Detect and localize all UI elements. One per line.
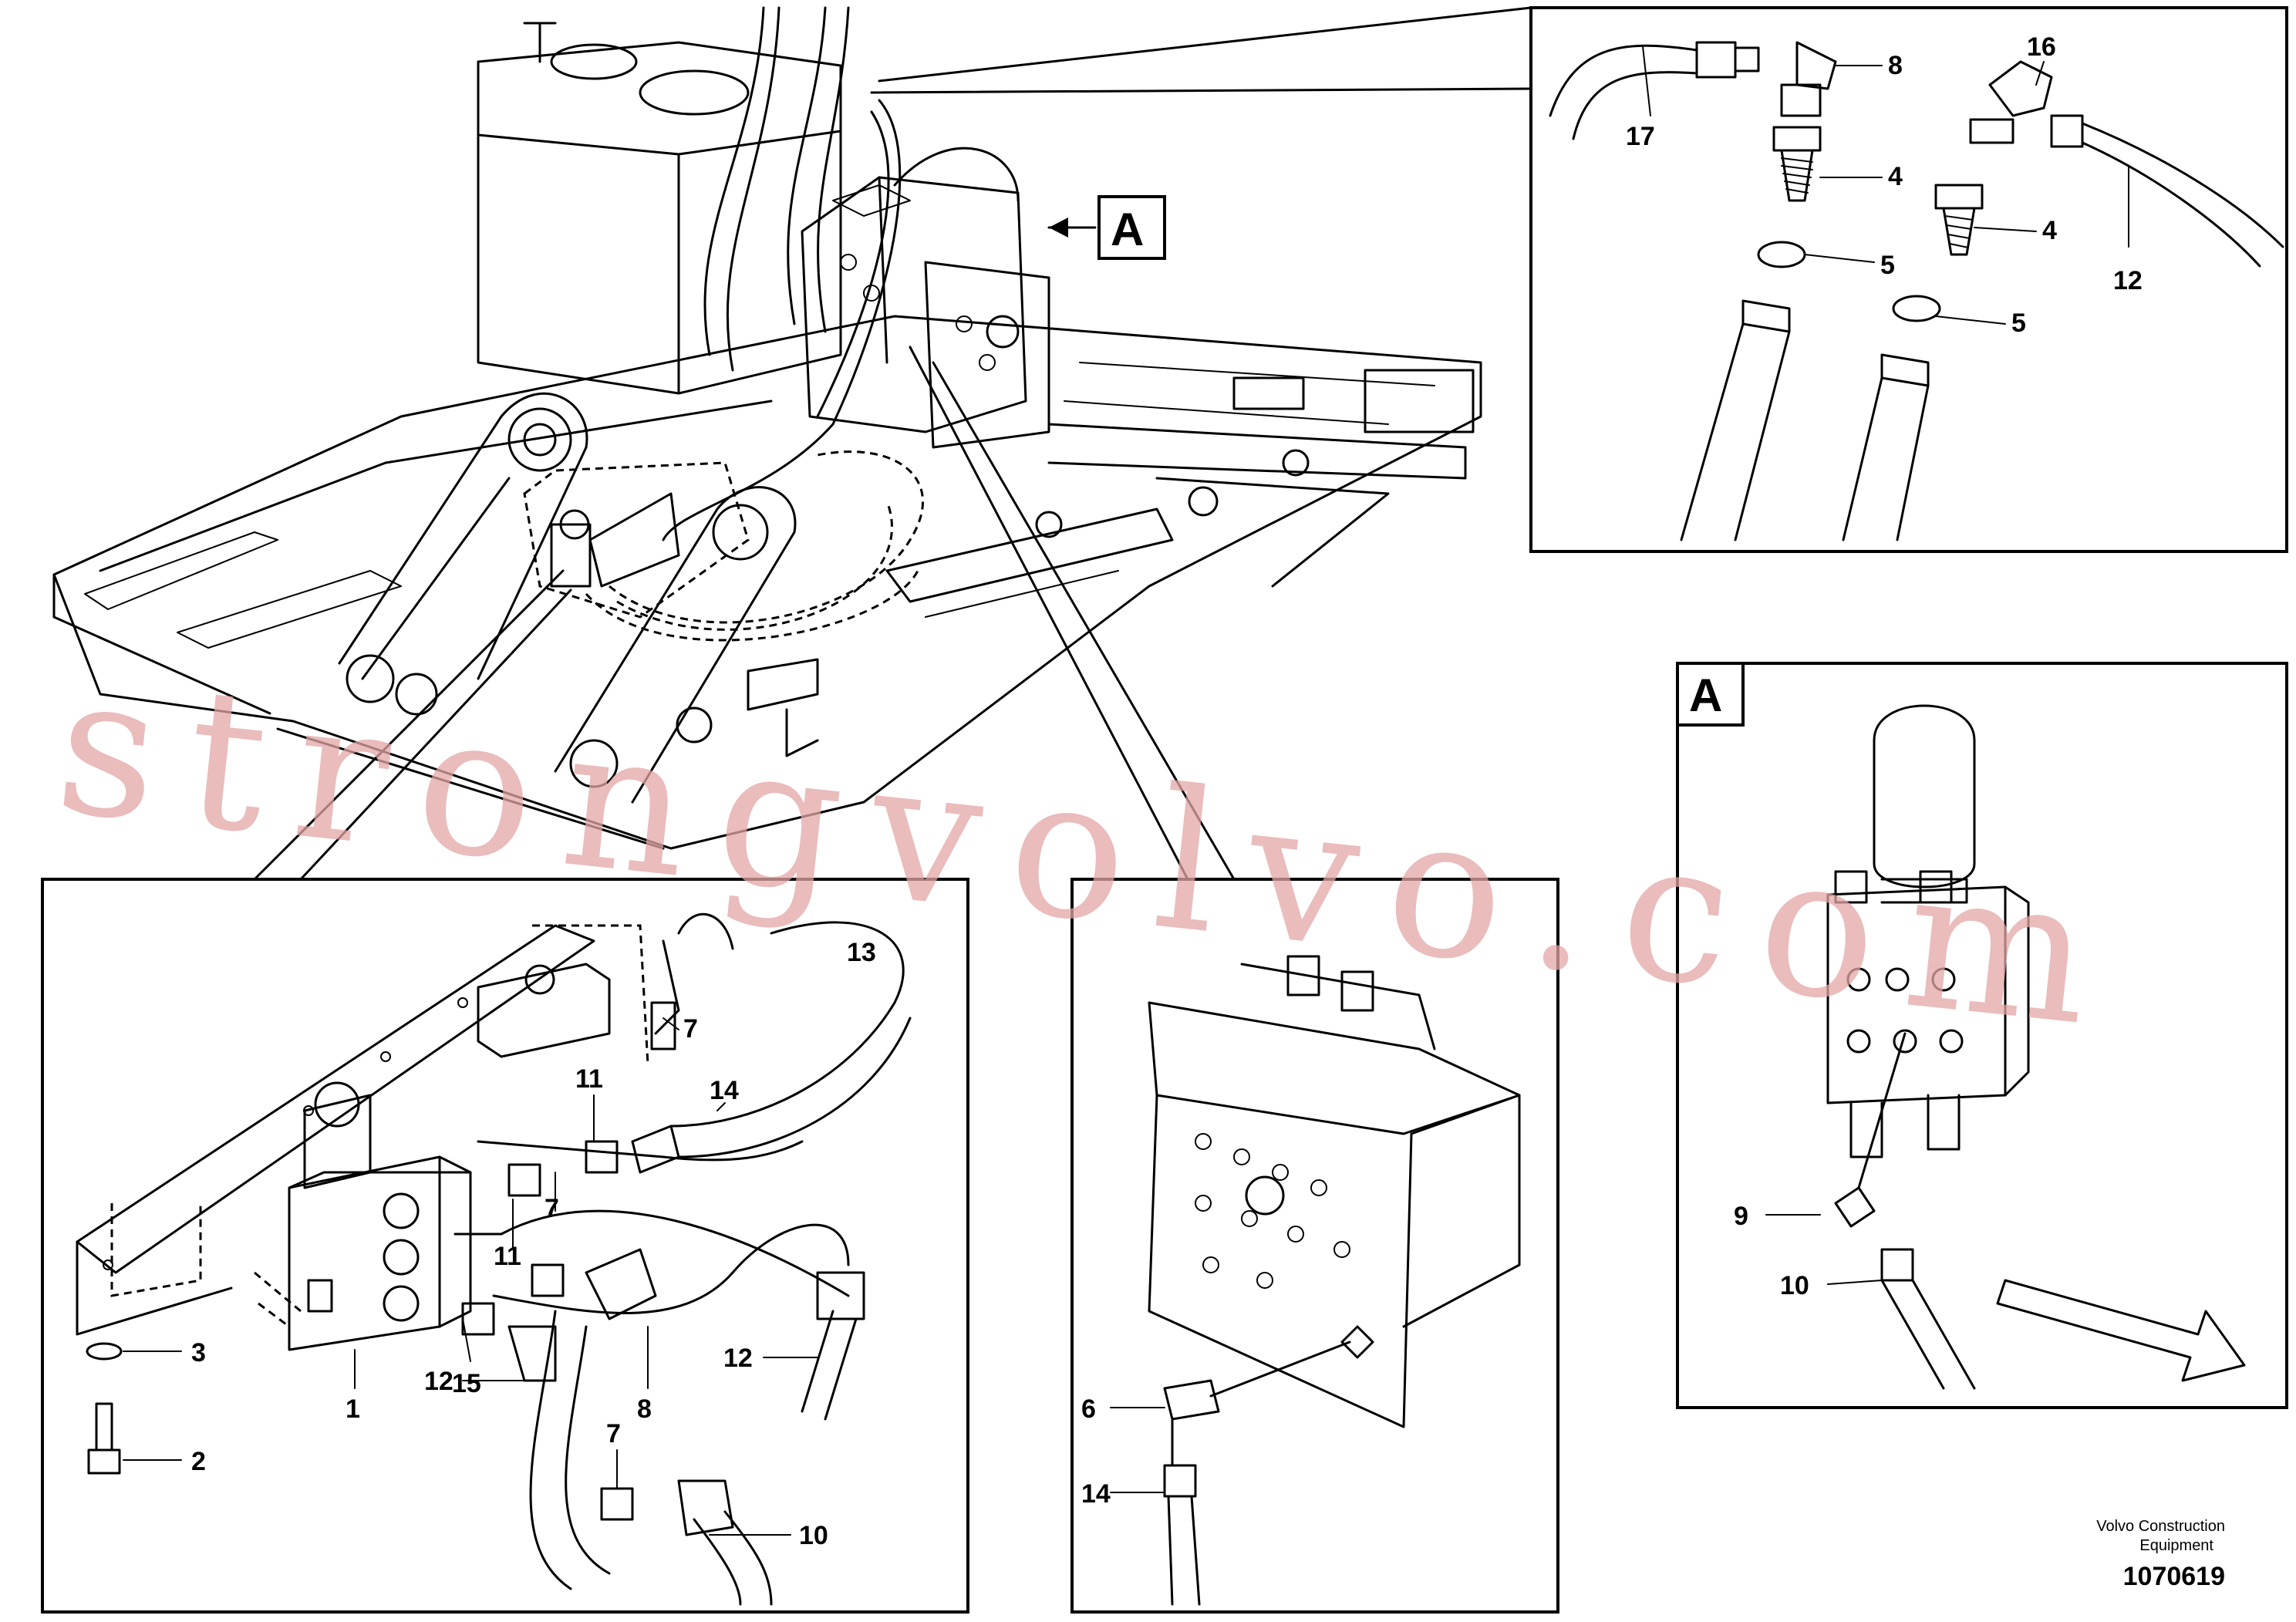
part-7-lower: 7 [606, 1419, 621, 1448]
part-12-bottom-left: 12 [424, 1367, 453, 1396]
part-12-top: 12 [2113, 266, 2143, 295]
part-6: 6 [1081, 1394, 1096, 1424]
callout-a-label: A [1111, 204, 1144, 255]
part-7-upper: 7 [683, 1014, 698, 1044]
part-14-left: 14 [710, 1076, 739, 1105]
detail-bottom-left: 3 2 1 15 11 7 11 7 13 14 8 7 10 12 12 [41, 878, 969, 1614]
part-3: 3 [191, 1338, 206, 1367]
part-7-middle: 7 [544, 1194, 559, 1223]
footer: Volvo Construction Equipment 1070619 [2096, 1518, 2225, 1591]
detail-leaders [253, 6, 1532, 881]
detail-bottom-middle: 6 14 [1070, 878, 1559, 1614]
part-9: 9 [1734, 1202, 1748, 1231]
part-2: 2 [191, 1447, 206, 1476]
detail-a: A 9 10 [1676, 662, 2288, 1409]
part-11-upper: 11 [575, 1064, 603, 1094]
part-17: 17 [1626, 122, 1655, 151]
part-13: 13 [847, 938, 876, 967]
part-4-top-right: 4 [2042, 216, 2057, 245]
part-5-top-left: 5 [1880, 251, 1895, 280]
detail-a-label: A [1689, 669, 1722, 721]
company-line-2: Equipment [2139, 1537, 2213, 1554]
part-11-lower: 11 [494, 1242, 521, 1271]
part-14-middle: 14 [1081, 1479, 1111, 1509]
part-16: 16 [2027, 32, 2056, 62]
detail-top-right: 8 4 5 4 5 16 12 17 [1529, 6, 2288, 553]
machine-overview: A [52, 6, 1482, 850]
part-12-bottom-right: 12 [723, 1344, 753, 1373]
part-4-top-left: 4 [1888, 162, 1903, 191]
part-5-top-right: 5 [2011, 309, 2026, 338]
part-1: 1 [346, 1394, 360, 1424]
callout-a-box [1097, 195, 1166, 260]
part-8-top: 8 [1888, 51, 1903, 80]
part-8-bottom: 8 [637, 1394, 652, 1424]
drawing-number: 1070619 [2123, 1562, 2225, 1591]
part-10-bottom: 10 [799, 1521, 828, 1550]
part-15: 15 [452, 1369, 481, 1398]
company-line-1: Volvo Construction [2096, 1518, 2225, 1535]
part-10-detail-a: 10 [1780, 1271, 1809, 1300]
